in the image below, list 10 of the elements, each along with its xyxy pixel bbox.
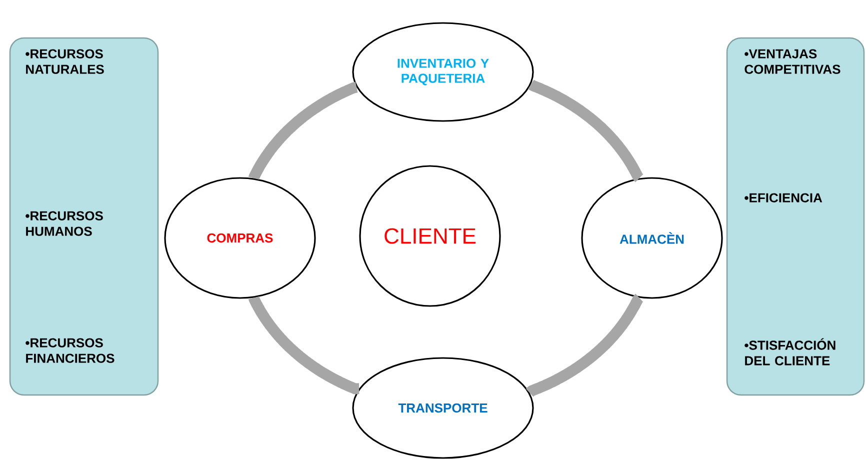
bullet-text: •RECURSOS NATURALES [26, 49, 104, 74]
bullet-text: •RECURSOS HUMANOS [26, 211, 103, 236]
ring-segment [526, 294, 644, 397]
ring-segment [528, 80, 644, 182]
ring-segment [248, 82, 359, 182]
bullet-text: •RECURSOS FINANCIEROS [26, 338, 114, 363]
bullet-text: •VENTAJAS COMPETITIVAS [744, 49, 840, 74]
bullet-text: •EFICIENCIA [744, 193, 822, 202]
ring-segment [248, 294, 360, 394]
bullet-text: •STISFACCIÓN DEL CLIENTE [744, 338, 836, 366]
